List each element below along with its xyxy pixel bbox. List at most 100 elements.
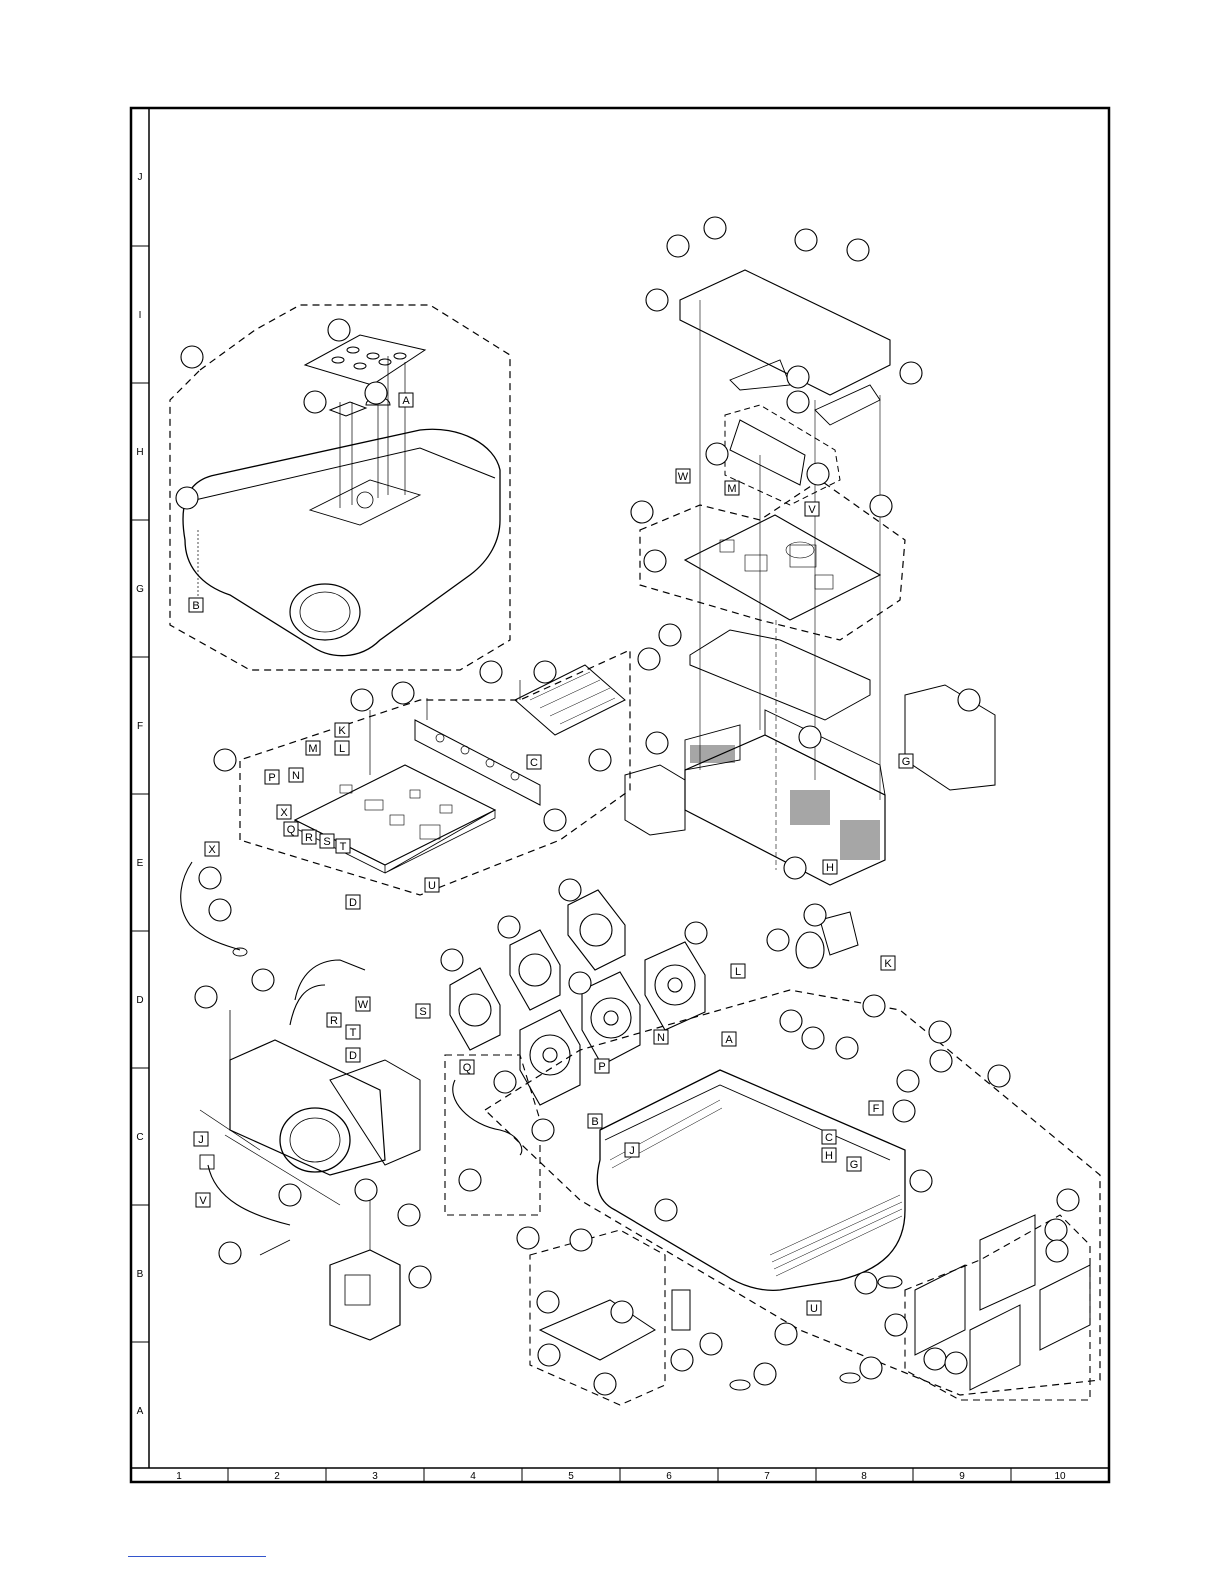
column-label: 10 — [1054, 1471, 1066, 1482]
column-label: 6 — [666, 1471, 672, 1482]
fan-3 — [568, 890, 625, 970]
callout-box: S — [416, 1004, 430, 1018]
bottom-cabinet — [597, 1070, 905, 1290]
svg-text:H: H — [826, 862, 834, 874]
callout-box: C — [527, 755, 541, 769]
svg-text:C: C — [825, 1132, 833, 1144]
callout-box: A — [399, 393, 413, 407]
row-label: G — [136, 584, 144, 595]
callout-box: H — [822, 1148, 836, 1162]
callout-box: D — [346, 1048, 360, 1062]
sub-pwb — [730, 420, 805, 485]
callout-box: A — [722, 1032, 736, 1046]
column-label: 8 — [861, 1471, 867, 1482]
column-label: 5 — [568, 1471, 574, 1482]
column-label: 3 — [372, 1471, 378, 1482]
svg-text:R: R — [305, 832, 313, 844]
svg-text:N: N — [657, 1032, 665, 1044]
grid-frame — [131, 108, 1109, 1482]
power-pwb — [685, 515, 880, 620]
row-label: B — [137, 1269, 144, 1280]
svg-text:C: C — [530, 757, 538, 769]
adjuster-foot — [878, 1276, 902, 1288]
row-label: E — [137, 858, 144, 869]
callout-box: C — [822, 1130, 836, 1144]
svg-text:Q: Q — [463, 1062, 472, 1074]
column-label: 7 — [764, 1471, 770, 1482]
svg-text:A: A — [402, 395, 410, 407]
row-label: J — [138, 172, 143, 183]
svg-text:U: U — [428, 880, 436, 892]
callout-box: X — [277, 805, 291, 819]
svg-text:L: L — [339, 743, 345, 755]
svg-text:N: N — [292, 770, 300, 782]
callout-box: R — [327, 1013, 341, 1027]
svg-text:B: B — [192, 600, 199, 612]
column-label: 4 — [470, 1471, 476, 1482]
callout-box: L — [731, 964, 745, 978]
callout-box: G — [899, 754, 913, 768]
svg-text:G: G — [850, 1159, 859, 1171]
filter-4 — [1040, 1265, 1090, 1350]
callout-box: U — [807, 1301, 821, 1315]
callout-box: K — [881, 956, 895, 970]
callout-box: R — [302, 830, 316, 844]
svg-text:T: T — [340, 841, 347, 853]
svg-text:P: P — [598, 1061, 605, 1073]
callout-box: V — [196, 1193, 210, 1207]
small-bracket — [815, 385, 880, 425]
column-label: 9 — [959, 1471, 965, 1482]
optical-unit-group — [181, 862, 420, 1340]
footer-rule — [128, 1556, 266, 1557]
svg-text:A: A — [725, 1034, 733, 1046]
svg-text:S: S — [323, 836, 330, 848]
row-label: C — [136, 1132, 143, 1143]
callout-box: H — [823, 860, 837, 874]
callout-circles — [176, 217, 1079, 1395]
callout-box: M — [306, 741, 320, 755]
callout-box: F — [869, 1101, 883, 1115]
svg-text:X: X — [280, 807, 288, 819]
top-shield — [680, 270, 890, 395]
callout-box: J — [194, 1132, 208, 1146]
svg-text:K: K — [884, 958, 892, 970]
svg-text:B: B — [591, 1116, 598, 1128]
insulation-sheet — [690, 630, 870, 720]
callout-box: B — [189, 598, 203, 612]
column-label: 2 — [274, 1471, 280, 1482]
svg-text:W: W — [678, 471, 689, 483]
side-shield-right — [905, 685, 995, 790]
svg-text:W: W — [358, 999, 369, 1011]
svg-text:H: H — [825, 1150, 833, 1162]
callout-box: G — [847, 1157, 861, 1171]
svg-text:L: L — [735, 966, 741, 978]
callout-box: D — [346, 895, 360, 909]
fan-4 — [520, 1010, 580, 1105]
callout-box: P — [595, 1059, 609, 1073]
callout-box: T — [346, 1025, 360, 1039]
callout-box: V — [805, 502, 819, 516]
fan-1 — [450, 968, 500, 1050]
top-cabinet — [183, 429, 500, 655]
svg-text:J: J — [198, 1134, 204, 1146]
foot — [730, 1380, 750, 1390]
row-label: I — [139, 310, 142, 321]
svg-text:M: M — [308, 743, 317, 755]
row-label: A — [137, 1406, 144, 1417]
svg-text:U: U — [810, 1303, 818, 1315]
svg-text:J: J — [629, 1145, 635, 1157]
callout-box: J — [625, 1143, 639, 1157]
callout-box: Q — [284, 822, 298, 836]
filter-2 — [980, 1215, 1035, 1310]
callout-box: W — [676, 469, 690, 483]
svg-text:R: R — [330, 1015, 338, 1027]
terminal-bracket — [415, 720, 540, 805]
top-cabinet-group — [170, 305, 510, 670]
callout-box: T — [336, 839, 350, 853]
callout-box: K — [335, 723, 349, 737]
callout-box: B — [588, 1114, 602, 1128]
power-unit-group — [625, 270, 995, 885]
side-shield-left — [625, 765, 685, 835]
svg-text:Q: Q — [287, 824, 296, 836]
